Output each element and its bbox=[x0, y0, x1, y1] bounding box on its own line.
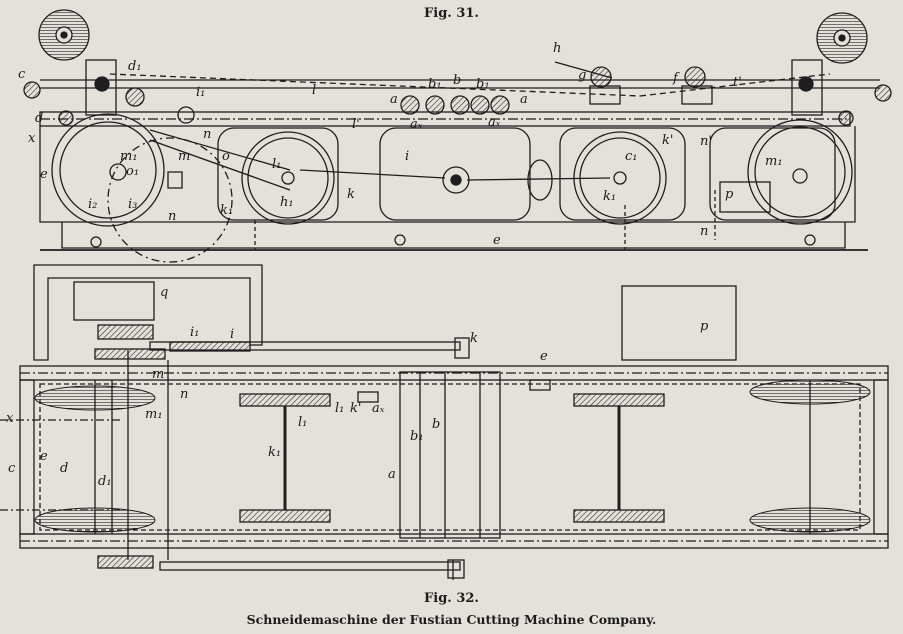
label-n-low: n bbox=[168, 209, 176, 224]
figure-32-caption: Fig. 32. bbox=[424, 591, 479, 606]
label-b1-right: b₁ bbox=[476, 77, 490, 92]
label-o1: o₁ bbox=[126, 164, 139, 179]
label-i1: i₁ bbox=[190, 325, 199, 340]
label-n-prime: n' bbox=[700, 134, 712, 149]
label-ax-right: aₓ bbox=[488, 115, 501, 130]
figure-subtitle: Schneidemaschine der Fustian Cutting Mac… bbox=[246, 612, 657, 627]
label-m: m bbox=[178, 149, 190, 164]
label-m1-right: m₁ bbox=[765, 154, 783, 169]
label-p: p bbox=[725, 187, 734, 202]
label-l-prime: l' bbox=[352, 117, 360, 132]
label-b: b bbox=[432, 417, 440, 432]
label-m1-left: m₁ bbox=[120, 149, 138, 164]
right-driving-wheel bbox=[747, 119, 853, 225]
label-l1: l₁ bbox=[335, 401, 344, 416]
label-k1: k₁ bbox=[268, 445, 281, 460]
label-a-left: a bbox=[390, 92, 398, 107]
label-t-prime: t' bbox=[733, 75, 742, 90]
figure-32-labels: q i₁ i k p e m n m₁ l₁ k' aₓ b₁ b x e d … bbox=[6, 285, 709, 489]
figure-31-side-elevation bbox=[23, 9, 892, 263]
left-driving-wheel bbox=[51, 113, 233, 263]
label-a-right: a bbox=[520, 92, 528, 107]
label-g: g bbox=[578, 68, 586, 83]
label-i2: i₂ bbox=[88, 197, 97, 212]
label-k-prime: k' bbox=[350, 401, 361, 416]
label-b1: b₁ bbox=[410, 429, 424, 444]
label-m: m bbox=[152, 367, 164, 382]
label-n-top: n bbox=[203, 127, 211, 142]
figure-31-caption: Fig. 31. bbox=[424, 6, 479, 21]
middle-wheel-1 bbox=[241, 131, 335, 225]
label-b: b bbox=[453, 73, 461, 88]
label-e-bottom: e bbox=[493, 233, 501, 248]
label-o: o bbox=[222, 149, 230, 164]
label-a: a bbox=[388, 467, 396, 482]
label-k1-right: k₁ bbox=[603, 189, 616, 204]
label-ax: aₓ bbox=[372, 401, 385, 416]
label-p: p bbox=[700, 319, 709, 334]
label-d: d bbox=[35, 111, 43, 126]
label-k1-left: k₁ bbox=[220, 203, 233, 218]
label-h1: h₁ bbox=[280, 195, 294, 210]
label-k: k bbox=[347, 187, 355, 202]
label-i: i bbox=[405, 149, 409, 164]
label-e-left: e bbox=[40, 449, 48, 464]
label-c: c bbox=[18, 67, 26, 82]
label-ax-left: aₓ bbox=[410, 117, 423, 132]
label-c1: c₁ bbox=[625, 149, 638, 164]
label-e: e bbox=[40, 167, 48, 182]
label-k: k bbox=[470, 331, 478, 346]
label-m1: m₁ bbox=[145, 407, 163, 422]
left-cloth-roll bbox=[38, 9, 90, 61]
figure-32-plan-view bbox=[0, 264, 889, 580]
label-n-bottom: n bbox=[700, 224, 708, 239]
label-i: i bbox=[230, 327, 234, 342]
label-x: x bbox=[6, 411, 14, 426]
label-q: q bbox=[160, 285, 168, 300]
label-l: l bbox=[312, 83, 316, 98]
label-n: n bbox=[180, 387, 188, 402]
figure-31-labels: c d₁ l h g f a b₁ b b₁ a d x i₁ aₓ aₓ l'… bbox=[18, 41, 783, 248]
label-l1-left: l₁ bbox=[272, 157, 281, 172]
cutting-rollers bbox=[400, 95, 510, 115]
right-cloth-roll bbox=[816, 12, 868, 64]
label-e: e bbox=[540, 349, 548, 364]
label-c: c bbox=[8, 461, 16, 476]
label-b1-left: b₁ bbox=[428, 77, 442, 92]
label-d: d bbox=[60, 461, 68, 476]
label-h: h bbox=[553, 41, 561, 56]
label-i1: i₁ bbox=[196, 85, 205, 100]
label-x: x bbox=[28, 131, 36, 146]
label-d1: d₁ bbox=[98, 474, 112, 489]
label-i3: i₃ bbox=[128, 197, 137, 212]
label-d1: d₁ bbox=[128, 59, 142, 74]
label-f: f bbox=[672, 71, 680, 86]
label-l1-mid: l₁ bbox=[298, 415, 307, 430]
label-k-prime: k' bbox=[662, 133, 673, 148]
